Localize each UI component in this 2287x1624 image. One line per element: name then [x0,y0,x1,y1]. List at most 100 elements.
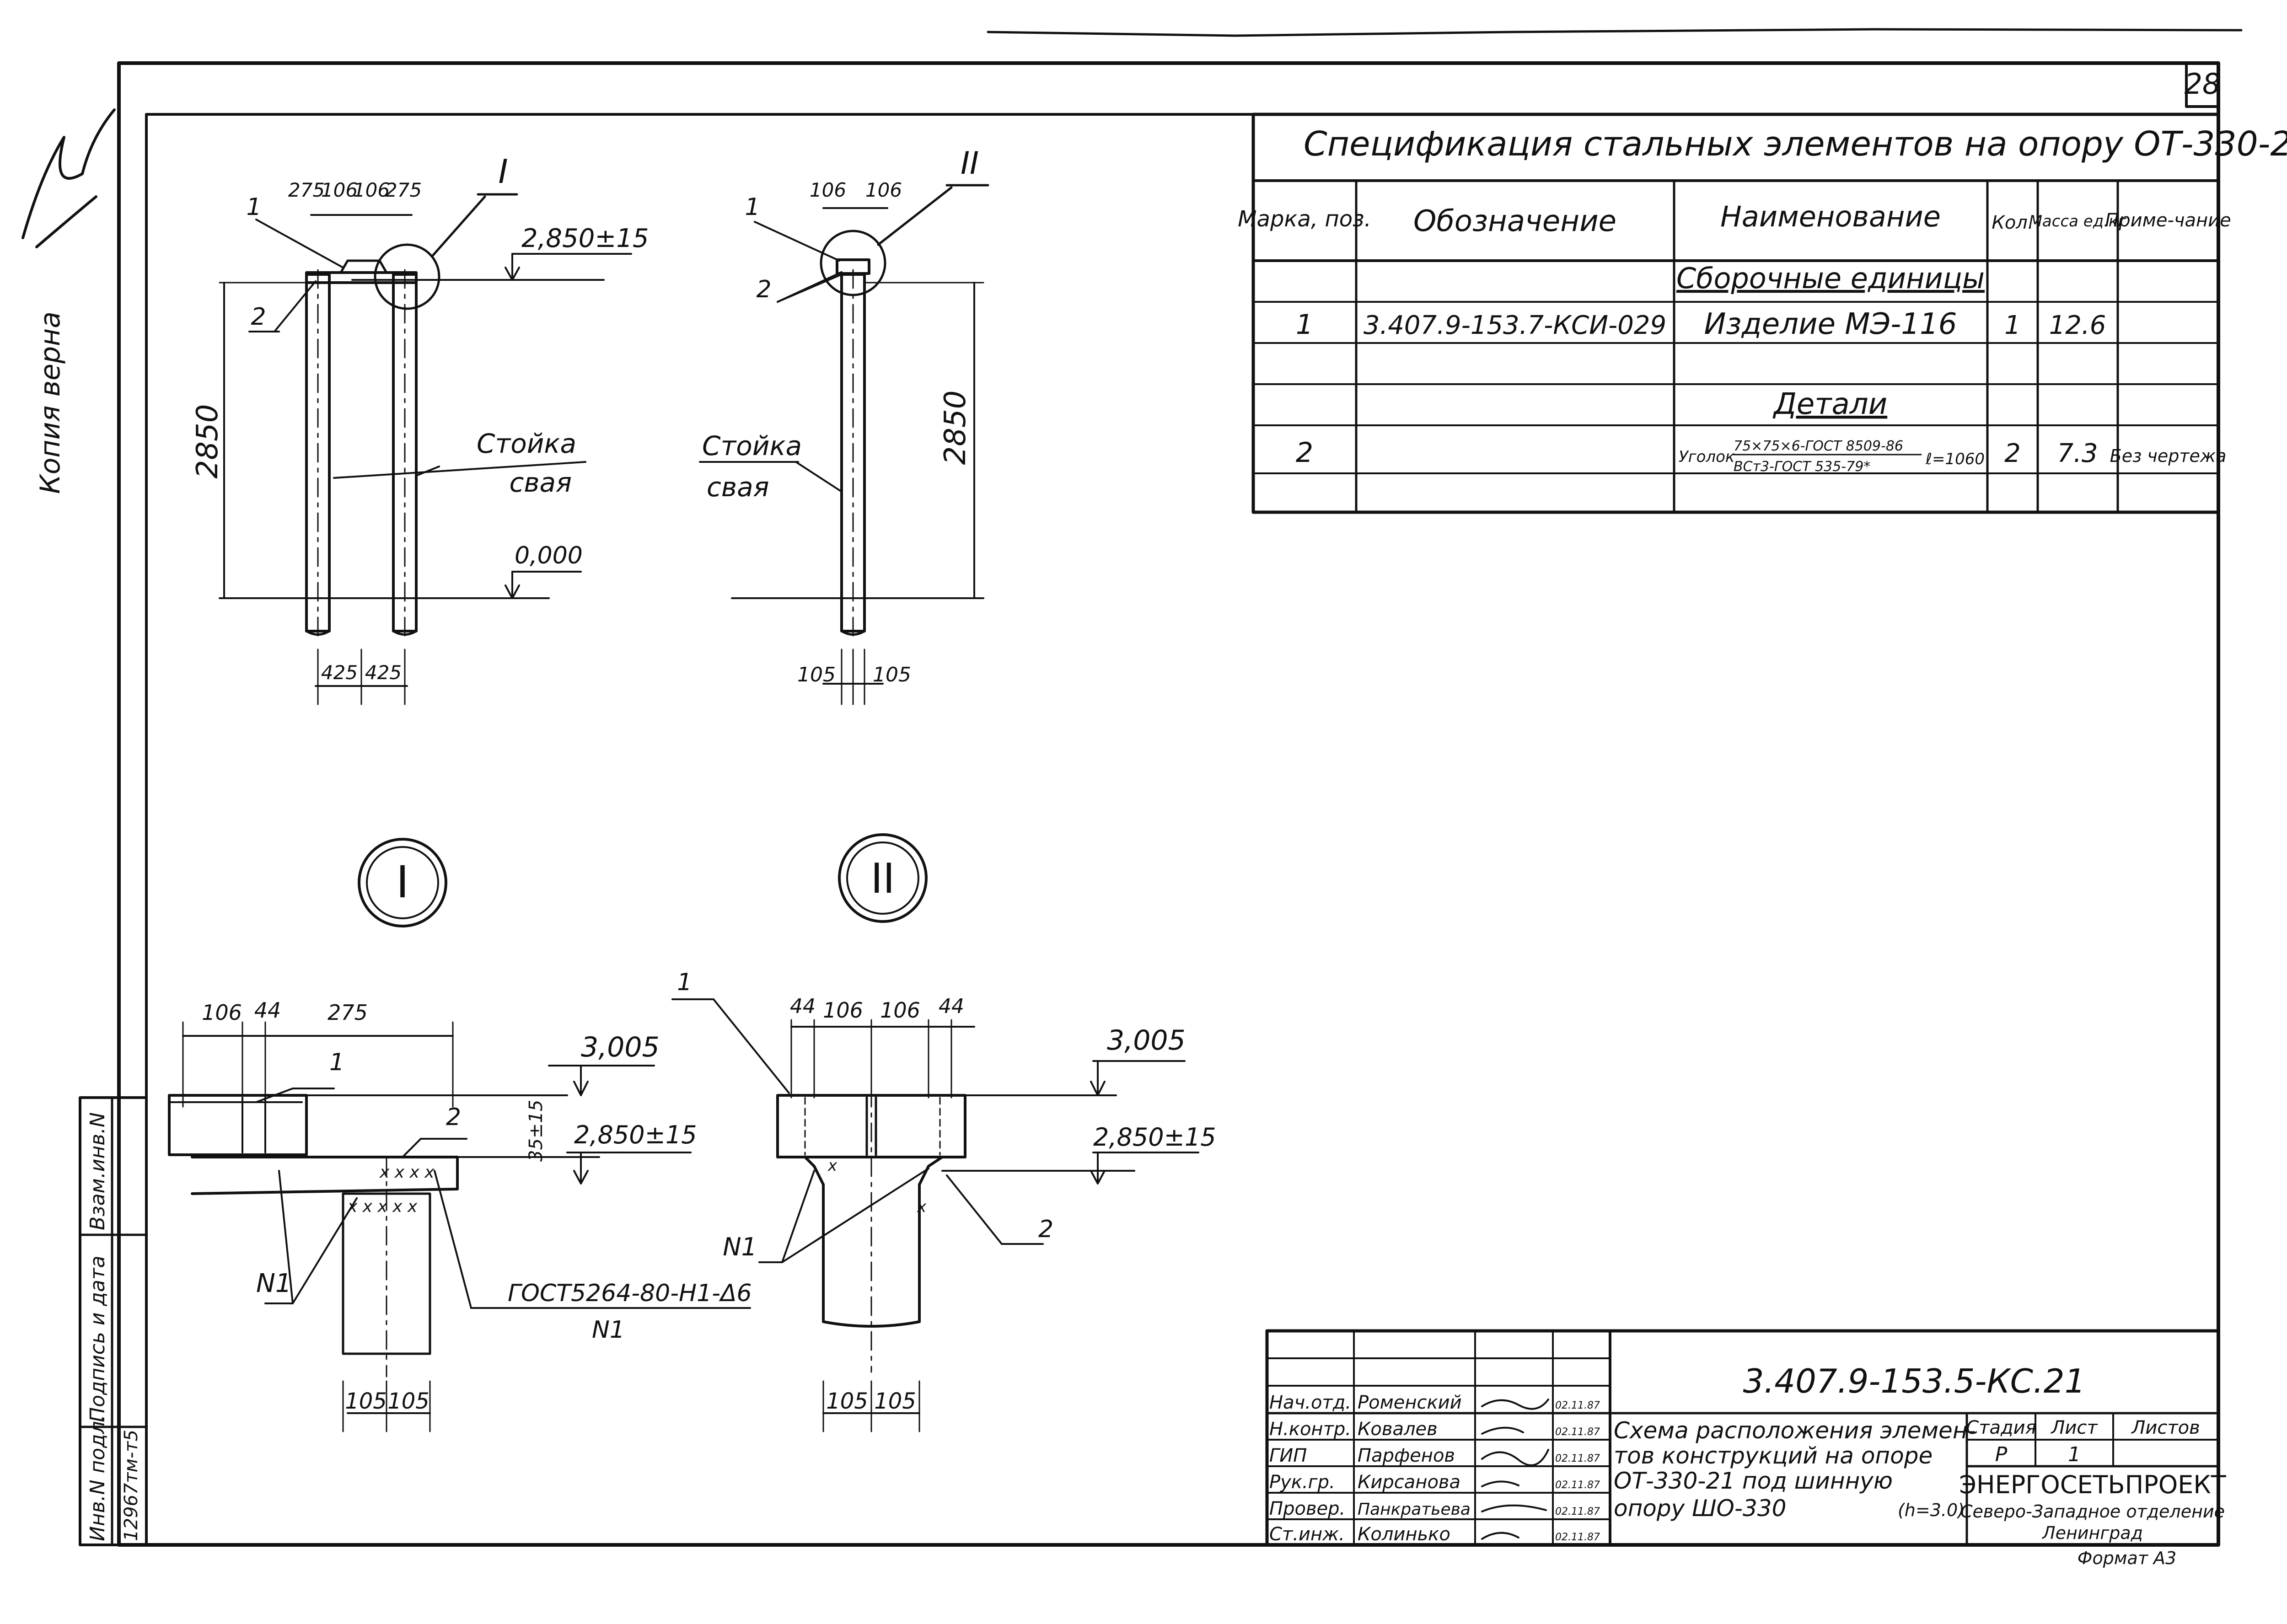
d1-dim-top-3: 275 [327,1000,368,1025]
swap-label: Взам.инв.N [86,1112,109,1230]
v1-dim-top-3: 106 [353,179,390,201]
tb-desc-h: (h=3.0) [1898,1500,1965,1520]
tb-format: Формат А3 [2078,1548,2176,1568]
d1-weld-label: N1 [256,1269,292,1298]
callout-circle-2 [820,230,886,296]
tb-role-5: Ст.инж. [1269,1524,1345,1545]
v1-label-a: Стойка [477,428,576,459]
v2-label-b: свая [707,472,769,503]
spec-header-mark: Марка, поз. [1238,206,1371,232]
v1-dim-bottom-1: 425 [321,661,358,684]
d2-dim-top-2: 106 [823,998,863,1023]
d2-dim-top-3: 106 [880,998,920,1023]
d2-dim-bottom-2: 105 [874,1388,916,1414]
callout-circle-1 [374,243,440,310]
tb-name-0: Роменский [1358,1392,1462,1413]
d2-pile-head [776,1156,966,1328]
tb-role-2: ГИП [1269,1445,1307,1466]
v1-dim-top-1: 275 [288,179,325,201]
v2-dim-bottom-1: 105 [797,663,836,686]
detail-2: 44 106 106 44 x x 3,005 2,850±15 1 2 N1 [671,969,1216,1432]
d1-weld-code: N1 [592,1316,625,1344]
inv-no-label: Инв.N подл. [86,1415,109,1541]
tb-desc-2: тов конструкций на опоре [1614,1442,1933,1469]
tb-desc-1: Схема расположения элемен- [1614,1417,1976,1444]
d2-dim-bottom-1: 105 [826,1388,868,1414]
detail-1: 106 44 275 x x x x x x x x x 3,005 2,850… [168,998,752,1432]
v2-height: 2850 [939,391,972,465]
d2-weld-mark-left: x [827,1157,837,1175]
spec-row2-qty: 2 [2004,439,2021,468]
tb-date-3: 02.11.87 [1555,1479,1600,1491]
inv-no-value: 12967тм-т5 [121,1430,142,1541]
tb-role-0: Нач.отд. [1269,1392,1351,1413]
spec-title: Спецификация стальных элементов на опору… [1304,124,2287,164]
tb-sheet-label: Лист [2050,1417,2098,1438]
d1-elev-mid: 2,850±15 [574,1120,697,1149]
spec-row1-qty: 1 [2004,311,2021,340]
tb-name-5: Колинько [1358,1524,1450,1545]
spec-row2-name-c: ВСт3-ГОСТ 535-79* [1734,459,1870,475]
detail-1-label: I [396,857,409,908]
spec-header-mass: Масса ед.кг [2029,212,2127,230]
spec-header-name: Наименование [1720,200,1941,233]
tb-org-1: ЭНЕРГОСЕТЬПРОЕКТ [1959,1470,2226,1499]
tb-date-5: 02.11.87 [1555,1532,1600,1543]
d1-pos-2: 2 [446,1104,461,1131]
v1-height: 2850 [191,404,225,479]
tb-desc-4: опору ШО-330 [1614,1495,1786,1522]
d1-elev-top: 3,005 [581,1031,660,1063]
sign-label: Подпись и дата [86,1256,109,1422]
tb-name-1: Ковалев [1358,1419,1438,1440]
d1-dim-bottom-1: 105 [345,1388,387,1414]
tb-role-1: Н.контр. [1269,1419,1351,1440]
spec-row1-name: Изделие МЭ-116 [1704,307,1957,341]
v2-label-a: Стойка [702,430,802,461]
tb-name-4: Панкратьева [1358,1500,1471,1519]
v1-dim-top-4: 275 [385,179,422,201]
v2-dim-top-1: 106 [810,179,846,201]
tb-date-4: 02.11.87 [1555,1506,1600,1517]
tb-stage: Р [1995,1443,2008,1466]
d2-elev-top: 3,005 [1107,1024,1186,1056]
d1-dim-top-2: 44 [254,998,281,1023]
v1-elev-top: 2,850±15 [521,224,649,253]
tb-date-0: 02.11.87 [1555,1400,1600,1411]
angle-section [836,258,870,275]
d1-weld-marks-row1: x x x x [379,1163,435,1182]
v1-dim-top-2: 106 [321,179,358,201]
tb-signatures [1481,1399,1549,1540]
specification-table: Спецификация стальных элементов на опору… [1238,113,2287,514]
d1-dim-top-1: 106 [202,1000,242,1025]
elevation-view-1: I 275 106 106 275 1 2 2,850±15 0,000 285… [191,152,649,705]
v2-pos-2: 2 [756,276,771,303]
tb-desc-3: ОТ-330-21 под шинную [1614,1468,1893,1494]
d1-weld-marks-row2: x x x x x [347,1197,418,1216]
tb-role-4: Провер. [1269,1498,1345,1519]
sheet-number: 28 [2185,67,2221,101]
spec-row2-note: Без чертежа [2110,446,2227,466]
spec-group-details: Детали [1772,387,1887,421]
tb-doc-code: 3.407.9-153.5-КС.21 [1743,1362,2086,1400]
tb-stage-label: Стадия [1966,1417,2036,1438]
tb-name-3: Кирсанова [1358,1472,1460,1493]
v2-dim-top-2: 106 [865,179,902,201]
spec-row1-mark: 1 [1296,309,1313,341]
copy-stamp: Копия верна [34,311,66,494]
d1-crossbar [191,1156,459,1195]
sheet-number-box [2185,62,2220,108]
spec-row1-mass: 12.6 [2049,311,2106,340]
d1-pos-1: 1 [329,1049,344,1076]
v2-dim-bottom-2: 105 [873,663,911,686]
elevation-view-2: II 106 106 1 2 2850 Стойка свая 105 105 [699,145,989,705]
detail-2-label: II [870,855,895,903]
d2-weld-label: N1 [723,1233,757,1261]
callout-label-1: I [498,152,508,191]
spec-row2-name-a: Уголок [1679,448,1735,466]
tb-org-2: Северо-Западное отделение [1960,1501,2225,1522]
sheet-frame: 28 [117,28,2243,1547]
spec-row2-mark: 2 [1296,437,1313,469]
d2-dim-top-1: 44 [790,995,816,1018]
spec-group-assemblies: Сборочные единицы [1676,262,1985,295]
